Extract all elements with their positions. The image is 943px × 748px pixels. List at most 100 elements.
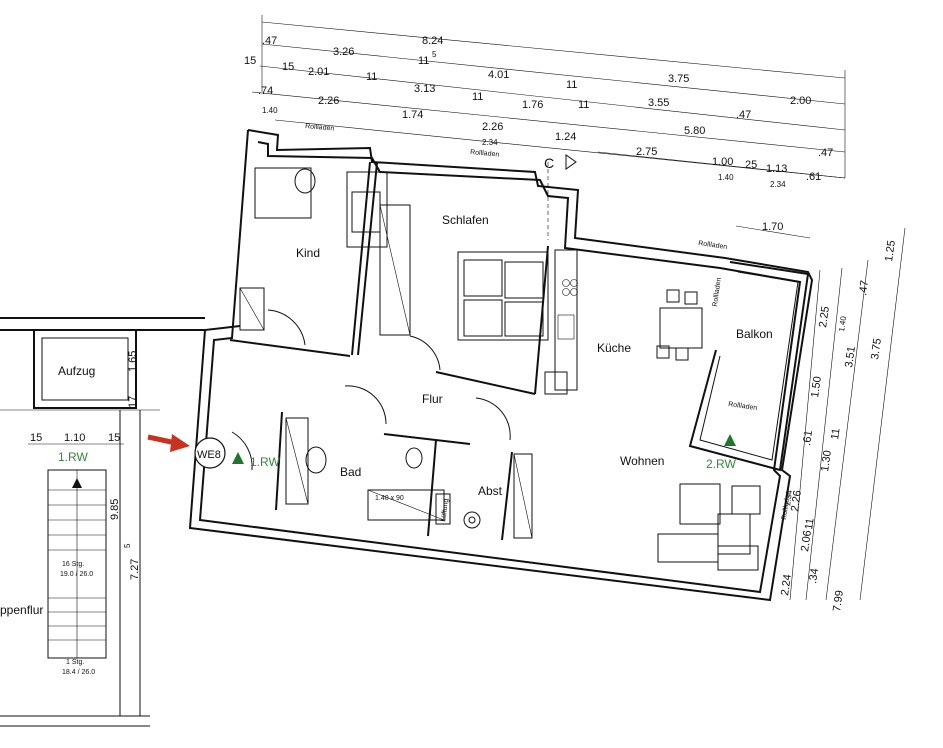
stair-lower-ratio: 18.4 / 26.0 bbox=[62, 669, 95, 676]
dim-text: 3.75 bbox=[869, 338, 884, 361]
dim-text: 1.40 bbox=[837, 315, 848, 332]
stair-core bbox=[0, 317, 205, 727]
dim-text: 1.00 bbox=[712, 156, 733, 168]
dim-text: 1.40 bbox=[262, 106, 278, 115]
dim-text: 1.13 bbox=[766, 163, 787, 175]
dim-text: 2.26 bbox=[318, 95, 339, 107]
dim-text: 4.01 bbox=[488, 69, 509, 81]
dim-text: 2.26 bbox=[789, 490, 804, 513]
dim-text: 11 bbox=[803, 517, 816, 530]
dim-text: 1.24 bbox=[555, 131, 576, 143]
rw1-triangle-icon bbox=[232, 452, 244, 464]
dim-text: .74 bbox=[258, 85, 273, 97]
stair-upper-ratio: 19.0 / 26.0 bbox=[60, 571, 93, 578]
room-label-kind: Kind bbox=[296, 246, 320, 260]
dim-text: 3.13 bbox=[414, 83, 435, 95]
dim-text: 1.65 bbox=[127, 351, 139, 372]
dim-text: 9.85 bbox=[109, 499, 121, 520]
dim-text: 11 bbox=[829, 427, 842, 440]
dim-text: 2.34 bbox=[770, 180, 786, 189]
dim-text: 2.75 bbox=[636, 146, 657, 158]
dim-text: .47 bbox=[857, 280, 871, 297]
dimension-lines-right bbox=[789, 227, 906, 601]
dim-text: 3.51 bbox=[843, 346, 858, 369]
dim-text: 15 bbox=[244, 55, 256, 67]
room-label-wohnen: Wohnen bbox=[620, 454, 664, 468]
dim-text: .34 bbox=[807, 568, 821, 585]
dim-text: 7.99 bbox=[831, 590, 846, 613]
dim-text: 11 bbox=[418, 55, 429, 67]
dimension-text-right: 1.25 .47 2.25 1.40 3.51 3.75 1.50 .61 11… bbox=[779, 240, 898, 613]
section-arrow-icon bbox=[565, 154, 577, 170]
rollladen-label: Rollladen bbox=[698, 240, 728, 251]
dim-text: 5.80 bbox=[684, 125, 705, 137]
rollladen-label: Rollladen bbox=[712, 277, 723, 307]
room-label-schlafen: Schlafen bbox=[442, 213, 489, 227]
dim-text: .47 bbox=[262, 35, 277, 47]
dim-text: 11 bbox=[566, 79, 577, 91]
dim-text: 2.34 bbox=[783, 489, 794, 506]
dim-text: 17 bbox=[127, 396, 139, 408]
unit-marker bbox=[194, 437, 226, 469]
stair-direction-arrow-icon bbox=[72, 478, 82, 488]
dim-text: 3.55 bbox=[648, 97, 669, 109]
dim-text: 1.50 bbox=[809, 376, 824, 399]
dim-text: 15 bbox=[282, 61, 294, 73]
dim-text: 11 bbox=[578, 99, 589, 111]
rollladen-label: Rollladen bbox=[470, 149, 500, 159]
rollladen-label: Rollladen bbox=[305, 123, 335, 133]
dim-text: .47 bbox=[736, 109, 751, 121]
room-label-abst: Abst bbox=[478, 484, 503, 498]
room-label-balkon: Balkon bbox=[736, 327, 773, 341]
dim-text: 25 bbox=[745, 159, 757, 171]
shower-size-label: 1.40 x 90 bbox=[375, 495, 404, 502]
dim-text: 11 bbox=[366, 71, 377, 83]
dim-text: 5 bbox=[432, 50, 437, 59]
room-label-treppenflur: ppenflur bbox=[0, 603, 43, 617]
dim-text: 2.00 bbox=[790, 95, 811, 107]
stair-lower-label: 1 Stg. bbox=[66, 659, 84, 666]
dim-text: 5 bbox=[123, 543, 132, 548]
rollladen-label: Rollladen bbox=[728, 401, 758, 412]
stair-upper-label: 16 Stg. bbox=[62, 561, 84, 568]
dim-text: 2.26 bbox=[482, 121, 503, 133]
dim-text: 2.24 bbox=[779, 574, 794, 597]
dim-text: .61 bbox=[806, 171, 821, 183]
dim-text: 1.76 bbox=[522, 99, 543, 111]
rw2-label: 2.RW bbox=[706, 457, 736, 471]
elevator-shaft bbox=[33, 329, 137, 409]
dim-text: 1.70 bbox=[762, 221, 783, 233]
dim-text: 2.06 bbox=[799, 530, 814, 553]
entry-arrow-icon bbox=[147, 434, 190, 452]
dim-text: 2.01 bbox=[308, 66, 329, 78]
section-label: C bbox=[544, 155, 554, 171]
dim-text: 3.26 bbox=[333, 46, 354, 58]
dimension-text-left: 15 1.10 15 1.65 17 9.85 7.27 5 bbox=[28, 351, 141, 580]
dim-text: 1.30 bbox=[819, 450, 834, 473]
rw2-triangle-icon bbox=[724, 434, 736, 446]
dim-text: 1.40 bbox=[718, 173, 734, 182]
room-label-bad: Bad bbox=[340, 465, 361, 479]
dim-text: 2.34 bbox=[482, 138, 498, 147]
dim-text: 8.24 bbox=[422, 35, 443, 47]
dim-text: 1.74 bbox=[402, 109, 423, 121]
unit-label: WE8 bbox=[197, 449, 221, 461]
room-label-kueche: Küche bbox=[597, 341, 631, 355]
room-label-aufzug: Aufzug bbox=[58, 364, 95, 378]
rw1-label: 1.RW bbox=[250, 455, 280, 469]
dim-text: 7.27 bbox=[129, 559, 141, 580]
apartment-plan bbox=[188, 129, 814, 602]
dim-text: 1.25 bbox=[883, 240, 898, 263]
room-label-flur: Flur bbox=[422, 392, 443, 406]
dim-text: 2.25 bbox=[817, 306, 832, 329]
rollladen-label: Rollladen bbox=[781, 490, 792, 520]
dimension-lines-top bbox=[251, 15, 846, 239]
dim-text: 11 bbox=[472, 91, 483, 103]
dim-text: 15 bbox=[30, 432, 42, 444]
dim-text: 3.75 bbox=[668, 73, 689, 85]
stair-rw-label: 1.RW bbox=[58, 450, 88, 464]
dim-text: .61 bbox=[801, 430, 815, 447]
dim-text: 1.10 bbox=[64, 432, 85, 444]
dimension-text-top: 8.24 .47 3.26 11 5 15 15 2.01 11 4.01 11… bbox=[244, 35, 833, 233]
